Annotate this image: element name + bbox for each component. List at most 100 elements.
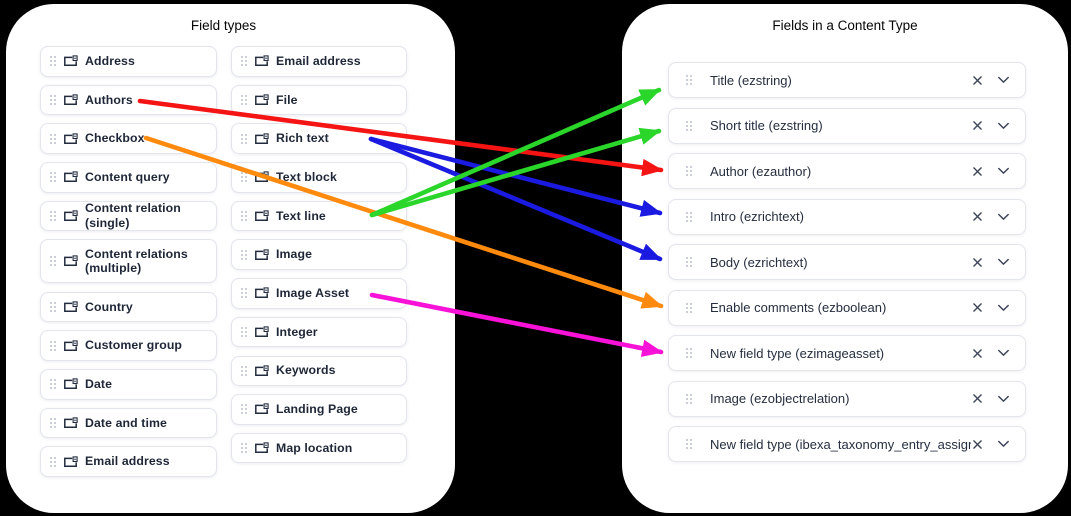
field-type-item[interactable]: Date and time xyxy=(40,407,217,439)
field-type-item[interactable]: Checkbox xyxy=(40,123,217,154)
drag-handle-icon[interactable] xyxy=(241,211,247,221)
content-type-field-row[interactable]: Image (ezobjectrelation) xyxy=(668,380,1026,417)
drag-dot xyxy=(54,417,56,420)
drag-handle-icon[interactable] xyxy=(50,56,56,67)
field-type-item[interactable]: Text block xyxy=(231,162,407,193)
field-type-label: Customer group xyxy=(85,338,183,353)
drag-handle-icon[interactable] xyxy=(241,94,247,105)
chevron-down-icon[interactable] xyxy=(997,76,1010,84)
chevron-down-icon[interactable] xyxy=(997,395,1010,403)
drag-handle-icon[interactable] xyxy=(50,172,56,183)
drag-handle-icon[interactable] xyxy=(686,211,692,222)
drag-handle-icon[interactable] xyxy=(686,348,692,358)
field-type-item[interactable]: Country xyxy=(40,291,217,323)
drag-dot xyxy=(245,102,247,105)
chevron-down-icon[interactable] xyxy=(997,167,1010,175)
field-type-item[interactable]: Integer xyxy=(231,316,407,348)
field-type-item[interactable]: Text line xyxy=(231,200,407,232)
field-type-item[interactable]: Content relations (multiple) xyxy=(40,239,217,284)
drag-handle-icon[interactable] xyxy=(686,302,692,313)
remove-field-icon[interactable] xyxy=(971,74,984,87)
drag-handle-icon[interactable] xyxy=(50,456,56,467)
remove-field-icon[interactable] xyxy=(971,210,984,223)
content-type-field-row[interactable]: New field type (ibexa_taxonomy_entry_ass… xyxy=(668,426,1026,462)
drag-handle-icon[interactable] xyxy=(50,211,56,221)
field-type-icon xyxy=(254,132,269,145)
field-type-item[interactable]: Email address xyxy=(40,446,217,477)
drag-handle-icon[interactable] xyxy=(686,120,692,131)
chevron-down-icon[interactable] xyxy=(997,258,1010,266)
drag-handle-icon[interactable] xyxy=(50,379,56,390)
field-type-item[interactable]: Content relation (single) xyxy=(40,200,217,232)
field-type-item[interactable]: Email address xyxy=(231,46,407,77)
drag-dot xyxy=(50,60,52,63)
drag-handle-icon[interactable] xyxy=(50,133,56,144)
drag-handle-icon[interactable] xyxy=(686,75,692,85)
field-type-icon xyxy=(254,326,269,338)
drag-handle-icon[interactable] xyxy=(686,166,692,176)
field-type-item[interactable]: Map location xyxy=(231,432,407,464)
drag-handle-icon[interactable] xyxy=(50,256,56,267)
field-type-item[interactable]: Landing Page xyxy=(231,394,407,425)
drag-handle-icon[interactable] xyxy=(241,288,247,299)
field-type-label: Authors xyxy=(85,92,133,107)
content-type-field-label: Title (ezstring) xyxy=(710,72,792,88)
remove-field-icon[interactable] xyxy=(971,165,984,178)
drag-dot xyxy=(241,172,243,175)
chevron-down-icon[interactable] xyxy=(997,440,1010,448)
field-type-item[interactable]: Authors xyxy=(40,84,217,116)
content-type-field-row[interactable]: Author (ezauthor) xyxy=(668,153,1026,189)
drag-handle-icon[interactable] xyxy=(50,301,56,312)
chevron-down-icon[interactable] xyxy=(997,213,1010,221)
remove-field-icon[interactable] xyxy=(971,347,984,360)
field-type-item[interactable]: Content query xyxy=(40,162,217,193)
field-type-item[interactable]: Date xyxy=(40,369,217,400)
drag-handle-icon[interactable] xyxy=(241,249,247,260)
drag-handle-icon[interactable] xyxy=(241,404,247,415)
drag-handle-icon[interactable] xyxy=(50,417,56,428)
drag-dot xyxy=(54,464,56,467)
drag-dot xyxy=(54,340,56,343)
field-type-item[interactable]: Address xyxy=(40,46,217,77)
content-type-field-row[interactable]: Body (ezrichtext) xyxy=(668,244,1026,280)
content-type-field-row[interactable]: Enable comments (ezboolean) xyxy=(668,289,1026,326)
drag-handle-icon[interactable] xyxy=(241,172,247,183)
chevron-down-icon[interactable] xyxy=(997,349,1010,357)
drag-dot xyxy=(686,215,688,218)
content-type-field-row[interactable]: Short title (ezstring) xyxy=(668,107,1026,144)
field-type-item[interactable]: Keywords xyxy=(231,355,407,386)
drag-dot xyxy=(245,292,247,295)
field-type-item[interactable]: Rich text xyxy=(231,123,407,154)
drag-handle-icon[interactable] xyxy=(50,94,56,105)
drag-handle-icon[interactable] xyxy=(50,340,56,351)
field-type-item[interactable]: File xyxy=(231,84,407,116)
field-type-item[interactable]: Image xyxy=(231,239,407,270)
drag-dot xyxy=(50,387,52,390)
drag-handle-icon[interactable] xyxy=(686,393,692,404)
drag-handle-icon[interactable] xyxy=(241,133,247,144)
remove-field-icon[interactable] xyxy=(971,301,984,314)
content-type-field-row[interactable]: Title (ezstring) xyxy=(668,62,1026,98)
content-type-field-row[interactable]: New field type (ezimageasset) xyxy=(668,335,1026,371)
field-type-item[interactable]: Customer group xyxy=(40,330,217,361)
remove-field-icon[interactable] xyxy=(971,256,984,269)
drag-handle-icon[interactable] xyxy=(686,439,692,449)
content-type-field-row[interactable]: Intro (ezrichtext) xyxy=(668,198,1026,235)
drag-dot xyxy=(245,331,247,334)
chevron-down-icon[interactable] xyxy=(997,304,1010,312)
drag-dot xyxy=(50,133,52,136)
drag-handle-icon[interactable] xyxy=(241,365,247,376)
drag-handle-icon[interactable] xyxy=(241,443,247,454)
drag-handle-icon[interactable] xyxy=(241,56,247,67)
content-type-fields-panel: Fields in a Content Type Title (ezstring… xyxy=(622,4,1068,513)
remove-field-icon[interactable] xyxy=(971,119,984,132)
remove-field-icon[interactable] xyxy=(971,392,984,405)
drag-handle-icon[interactable] xyxy=(241,327,247,338)
drag-dot xyxy=(686,174,688,176)
drag-dot xyxy=(241,443,243,446)
drag-handle-icon[interactable] xyxy=(686,257,692,267)
remove-field-icon[interactable] xyxy=(971,438,984,451)
field-type-item[interactable]: Image Asset xyxy=(231,278,407,309)
chevron-down-icon[interactable] xyxy=(997,122,1010,130)
drag-dot xyxy=(54,102,56,105)
